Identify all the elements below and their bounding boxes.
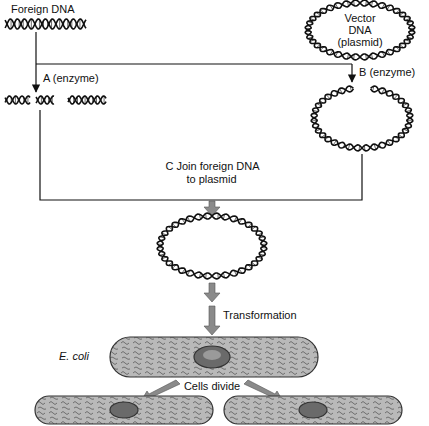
enzyme-a-arrow [35,32,36,92]
dna-strand [5,96,30,104]
plasmid-ring [305,0,415,60]
cell-dna-highlight [203,350,221,360]
plasmid-label: Vector DNA (plasmid) [334,12,386,48]
step-label: Cells divide [172,380,252,393]
linear-dna [5,19,86,29]
daughter-cell [35,396,213,424]
enzyme-label-text: B (enzyme) [358,66,416,78]
dna-strand [68,96,106,104]
ecoli-cell [110,337,318,377]
step-label-text: Transformation [222,309,298,321]
organism-label: E. coli [58,350,108,363]
daughter-cell [224,396,402,424]
part-label-text: Foreign DNA [10,3,76,15]
dna-strand [305,0,415,60]
recombinant-plasmid-ring [157,213,267,279]
step-label: Transformation [222,309,332,322]
block-arrow [204,283,220,302]
dna-strand [5,96,30,104]
dna-strand [5,19,86,29]
step-label-text: Cells divide [183,380,241,392]
dna-strand [36,96,54,104]
enzyme-b-arrow [351,64,352,82]
enzyme-label-text: A (enzyme) [42,72,100,84]
step-label-text: C Join foreign DNA to plasmid [164,160,259,185]
base-pair [59,19,60,29]
cell-dna [299,402,327,418]
enzyme-label: A (enzyme) [42,72,122,85]
step-label: C Join foreign DNA to plasmid [164,160,260,186]
dna-strand [157,213,267,279]
linear-dna [36,96,54,104]
enzyme-label: B (enzyme) [358,66,428,79]
cell-dna [194,346,230,368]
cell-dna [110,402,138,418]
cut-plasmid-ring [311,86,413,151]
base-pair [31,19,32,29]
dna-strand [5,19,86,29]
dna-strand [157,213,267,279]
dna-strand [68,96,106,104]
branch-line [36,63,352,64]
dna-strand [311,86,413,151]
organism-label-text: E. coli [58,350,90,362]
block-arrow [204,306,220,335]
dna-strand [311,86,413,151]
dna-strand [305,0,415,60]
dna-strand [36,96,54,104]
linear-dna [5,96,30,104]
linear-dna [68,96,106,104]
base-pair [79,19,80,29]
plasmid-node: Vector DNA (plasmid) [310,5,410,55]
part-label: Foreign DNA [10,3,100,16]
